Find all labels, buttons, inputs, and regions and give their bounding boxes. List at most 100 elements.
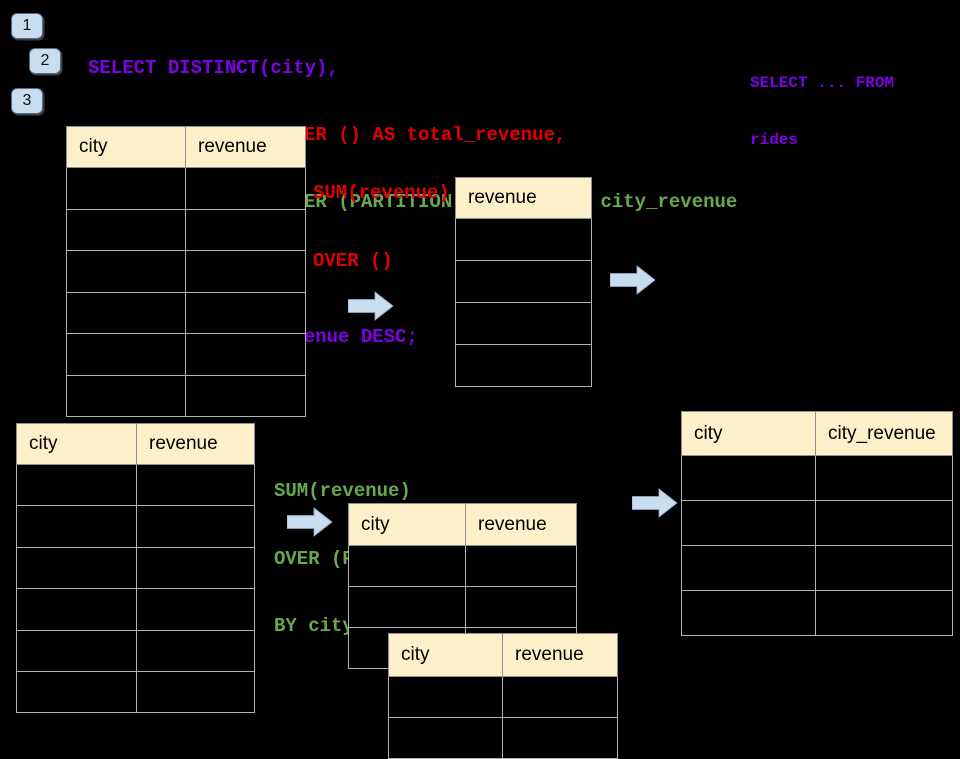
- table-row: [681, 590, 953, 636]
- empty-cell: [185, 374, 306, 417]
- empty-cell: [136, 505, 255, 548]
- empty-cell: [455, 260, 592, 303]
- empty-cell: [66, 374, 186, 417]
- table-row: [66, 250, 306, 293]
- empty-cell: [66, 250, 186, 293]
- flow-arrow-icon: [632, 488, 678, 518]
- empty-cell: [66, 208, 186, 251]
- table-row: [455, 260, 592, 303]
- table-row: [16, 505, 255, 548]
- column-header: city_revenue: [815, 411, 953, 456]
- sql-note-line1: SELECT ... FROM: [750, 74, 895, 92]
- empty-cell: [66, 167, 186, 210]
- empty-cell: [815, 590, 953, 636]
- table-row: [16, 463, 255, 507]
- empty-cell: [16, 505, 137, 548]
- empty-cell: [16, 546, 137, 590]
- sql-line-select: SELECT DISTINCT(city),: [88, 56, 339, 79]
- table-row: [681, 455, 953, 501]
- empty-cell: [348, 545, 466, 587]
- column-header: revenue: [455, 177, 592, 219]
- empty-cell: [16, 588, 137, 631]
- empty-cell: [136, 463, 255, 507]
- empty-cell: [455, 218, 592, 261]
- table-total-revenue-result: revenue: [455, 177, 592, 387]
- empty-cell: [136, 629, 255, 672]
- empty-cell: [185, 167, 306, 210]
- sql-note-line2: rides: [750, 131, 799, 149]
- table-row: [681, 500, 953, 546]
- step-badge-2: 2: [29, 48, 61, 74]
- empty-cell: [815, 545, 953, 591]
- column-header: revenue: [465, 503, 577, 546]
- empty-cell: [388, 717, 503, 759]
- flow-arrow-icon: [287, 507, 333, 537]
- empty-cell: [66, 291, 186, 334]
- column-header: city: [681, 411, 816, 456]
- empty-cell: [16, 463, 137, 507]
- annotation-total-window: SUM(revenue) OVER (): [313, 137, 450, 295]
- empty-cell: [681, 500, 816, 546]
- table-row: [388, 676, 618, 718]
- column-header: revenue: [185, 126, 306, 168]
- step-badge-3: 3: [11, 88, 43, 114]
- empty-cell: [455, 344, 592, 387]
- empty-cell: [66, 333, 186, 376]
- table-row: [66, 167, 306, 210]
- table-row: [16, 629, 255, 672]
- header-row: revenue: [455, 177, 592, 219]
- empty-cell: [136, 546, 255, 590]
- table-row: [388, 717, 618, 759]
- empty-cell: [502, 717, 618, 759]
- column-header: city: [348, 503, 466, 546]
- empty-cell: [455, 302, 592, 345]
- table-row: [66, 333, 306, 376]
- flow-arrow-icon: [348, 291, 394, 321]
- empty-cell: [502, 676, 618, 718]
- column-header: city: [388, 633, 503, 677]
- sql-note: SELECT ... FROM rides: [750, 36, 894, 169]
- column-header: city: [66, 126, 186, 168]
- empty-cell: [136, 588, 255, 631]
- table-row: [348, 586, 577, 628]
- empty-cell: [681, 545, 816, 591]
- column-header: city: [16, 423, 137, 465]
- table-row: [66, 291, 306, 334]
- empty-cell: [465, 545, 577, 587]
- step-badge-1: 1: [11, 13, 43, 39]
- slide-canvas: { "slide": { "background": "#000000", "s…: [11, 13, 953, 759]
- empty-cell: [815, 455, 953, 501]
- annotation-line: SUM(revenue): [274, 480, 411, 502]
- annotation-line: OVER (): [313, 249, 393, 272]
- table-row: [348, 545, 577, 587]
- empty-cell: [348, 586, 466, 628]
- column-header: revenue: [502, 633, 618, 677]
- empty-cell: [16, 629, 137, 672]
- empty-cell: [136, 670, 255, 714]
- empty-cell: [388, 676, 503, 718]
- table-row: [455, 302, 592, 345]
- table-row: [455, 218, 592, 261]
- empty-cell: [465, 586, 577, 628]
- table-row: [66, 208, 306, 251]
- empty-cell: [185, 333, 306, 376]
- empty-cell: [815, 500, 953, 546]
- table-row: [16, 670, 255, 714]
- table-row: [455, 344, 592, 387]
- empty-cell: [16, 670, 137, 714]
- empty-cell: [681, 455, 816, 501]
- flow-arrow-icon: [610, 265, 656, 295]
- column-header: revenue: [136, 423, 255, 465]
- table-row: [16, 588, 255, 631]
- annotation-line: SUM(revenue): [313, 182, 450, 204]
- table-row: [66, 374, 306, 417]
- empty-cell: [185, 250, 306, 293]
